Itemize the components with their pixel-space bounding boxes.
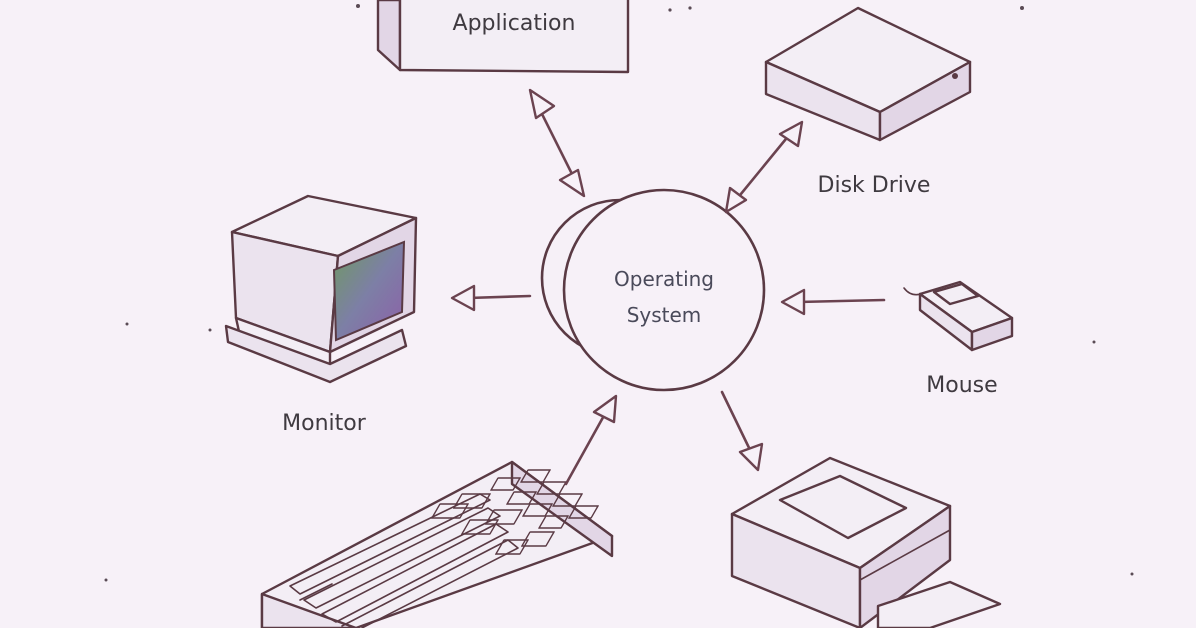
- operating-system-node: Operating System: [540, 188, 766, 392]
- disk-drive-label: Disk Drive: [818, 173, 931, 198]
- os-label-line1: Operating: [614, 267, 714, 291]
- disk-drive-icon: Disk Drive: [764, 6, 972, 198]
- arrow-application-os: [528, 88, 586, 198]
- arrow-disk-os: [724, 120, 804, 214]
- scan-specks: [104, 4, 1134, 582]
- os-label-line2: System: [627, 303, 702, 327]
- arrow-mouse-os: [780, 288, 886, 316]
- arrow-os-printer: [720, 390, 764, 472]
- application-box: Application: [376, 0, 630, 74]
- monitor-icon: Monitor: [224, 194, 418, 436]
- monitor-label: Monitor: [282, 411, 367, 436]
- arrow-keyboard-os: [564, 394, 618, 486]
- keyboard-icon: [260, 460, 614, 628]
- application-label: Application: [453, 11, 576, 36]
- mouse-icon: Mouse: [903, 280, 1014, 398]
- printer-icon: [730, 456, 1002, 628]
- mouse-label: Mouse: [926, 373, 997, 398]
- arrow-os-monitor: [450, 284, 532, 312]
